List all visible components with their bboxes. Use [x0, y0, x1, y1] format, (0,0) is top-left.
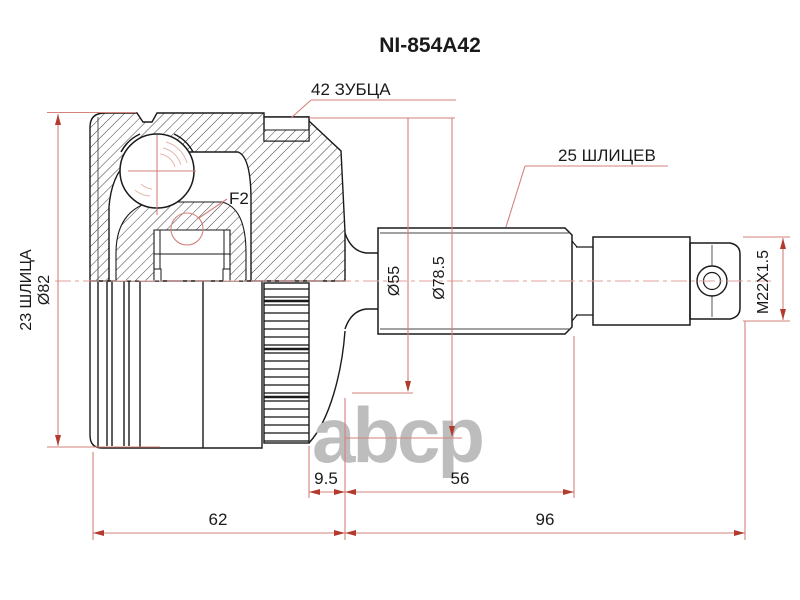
joint-outline: [89, 112, 741, 449]
dim-thread: [743, 236, 790, 322]
spline-section-value: 56: [451, 469, 470, 488]
callout-abs-teeth: [290, 99, 456, 119]
extension-lines: [92, 321, 746, 540]
dim-housing-length: [93, 530, 345, 536]
housing-od-label: Ø82: [36, 275, 53, 305]
dimension-layer: [47, 99, 790, 540]
thread-label: M22X1.5: [755, 250, 772, 314]
inner-race-bore-splines: [153, 230, 231, 282]
snap-ring-label: F2: [229, 189, 249, 208]
body-dia-label: Ø78.5: [431, 256, 448, 300]
dim-body-diameter: [345, 118, 462, 439]
abs-tooth-ring: [263, 282, 310, 444]
callout-shaft-splines: [505, 165, 668, 228]
watermark: abcp: [312, 391, 482, 479]
text-layer: NI-854A42 42 ЗУБЦА 25 ШЛИЦЕВ F2 23 ШЛИЦА…: [18, 34, 772, 529]
snap-ring-circle: [170, 212, 204, 246]
shaft-length-value: 96: [536, 510, 555, 529]
dim-spline-section: [345, 489, 574, 495]
inner-splines-label: 23 ШЛИЦА: [18, 249, 35, 331]
ring-offset-value: 9.5: [314, 469, 338, 488]
dim-shaft-length: [345, 530, 745, 536]
thread-tip: [689, 242, 741, 320]
callout-snap-ring: [170, 198, 228, 246]
dim-housing-od: [47, 111, 160, 448]
ball-arcs: [134, 141, 188, 197]
dim-ring-offset: [309, 489, 345, 495]
abs-tooth-ring-marks: [264, 299, 309, 399]
abs-ring-section: [263, 116, 310, 142]
ball-groove-arcs: [120, 133, 194, 153]
boot-groove-dia-label: Ø55: [386, 266, 403, 296]
dim-boot-groove: [352, 118, 413, 394]
housing-exterior: [89, 281, 346, 449]
boot-groove: [344, 232, 378, 330]
body-cylinder: [377, 227, 573, 335]
part-number: NI-854A42: [379, 34, 481, 57]
shaft-splines-label: 25 ШЛИЦЕВ: [558, 146, 656, 165]
housing-length-value: 62: [209, 510, 228, 529]
shaft-neck: [571, 240, 593, 322]
abs-teeth-label: 42 ЗУБЦА: [311, 80, 391, 99]
